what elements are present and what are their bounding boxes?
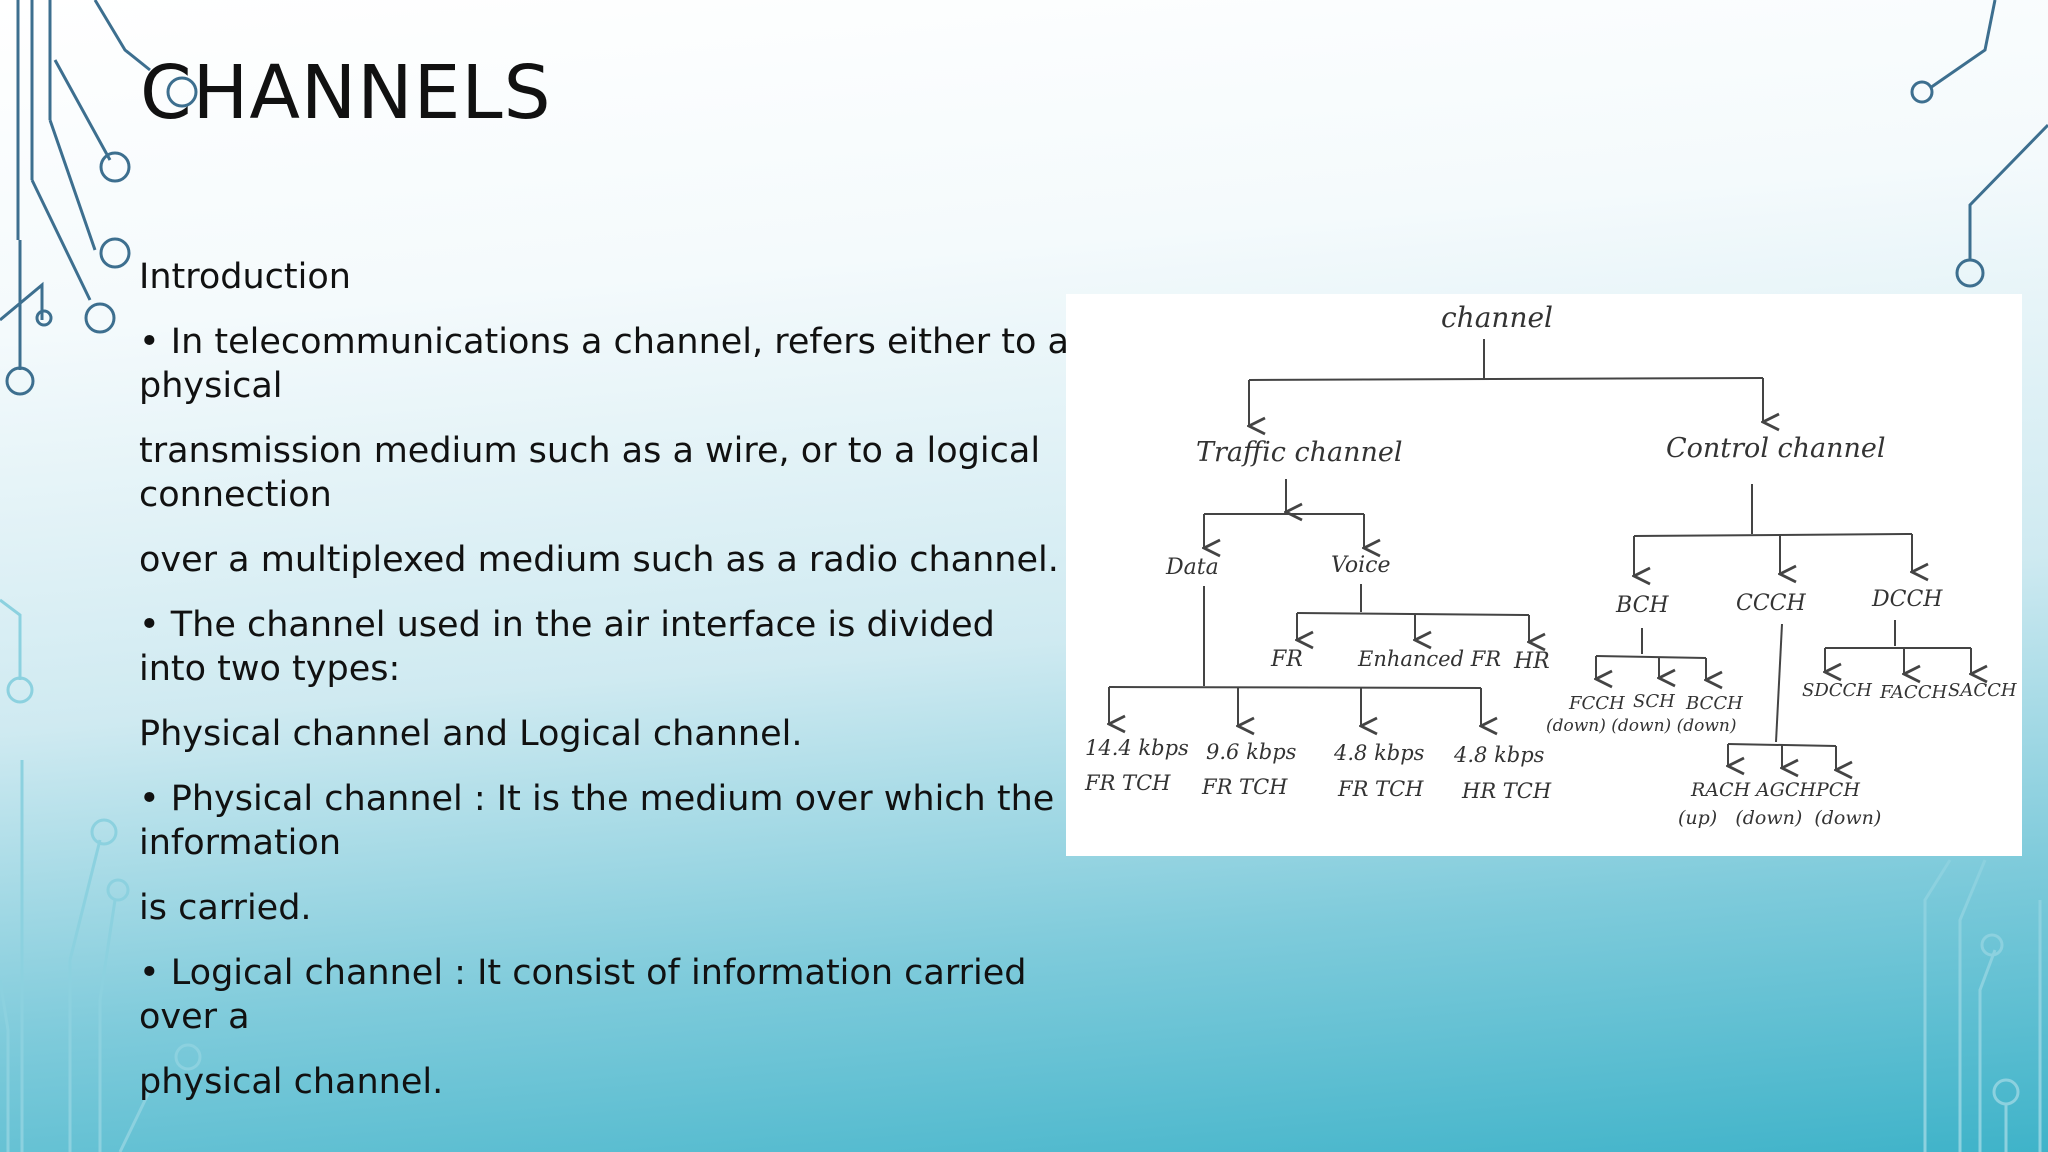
bullet-channel-types: • The channel used in the air interface … bbox=[139, 605, 995, 689]
channel-definition-cont-1: transmission medium such as a wire, or t… bbox=[139, 431, 1041, 515]
circuit-right-top bbox=[1910, 0, 2048, 288]
logical-channel-cont: physical channel. bbox=[139, 1062, 444, 1102]
tree-connectors bbox=[1109, 339, 1971, 770]
node-rate-4-8-b: 4.8 kbps bbox=[1453, 743, 1545, 767]
node-rach: RACH bbox=[1690, 779, 1751, 801]
node-rate-4-8-a: 4.8 kbps bbox=[1333, 741, 1425, 765]
node-data: Data bbox=[1165, 555, 1219, 580]
node-hr: HR bbox=[1513, 649, 1550, 674]
physical-channel-cont: is carried. bbox=[139, 888, 312, 928]
node-dcch: DCCH bbox=[1871, 587, 1943, 612]
circuit-left-bottom bbox=[0, 598, 202, 1152]
node-bch: BCH bbox=[1615, 593, 1669, 618]
node-traffic-channel: Traffic channel bbox=[1196, 437, 1402, 468]
node-fr-tch-1: FR TCH bbox=[1084, 771, 1171, 795]
ccch-directions: (up) (down) (down) bbox=[1678, 807, 1881, 829]
node-control-channel: Control channel bbox=[1666, 433, 1886, 464]
node-ccch: CCCH bbox=[1736, 591, 1806, 616]
channel-definition-cont-2: over a multiplexed medium such as a radi… bbox=[139, 540, 1059, 580]
node-voice: Voice bbox=[1331, 553, 1391, 578]
bullet-physical-channel: • Physical channel : It is the medium ov… bbox=[139, 779, 1055, 863]
bullet-logical-channel: • Logical channel : It consist of inform… bbox=[139, 953, 1027, 1037]
node-sdcch: SDCCH bbox=[1802, 680, 1872, 701]
slide-title: CHANNELS bbox=[140, 50, 552, 136]
channel-types-list: Physical channel and Logical channel. bbox=[139, 714, 803, 754]
slide-body: Introduction • In telecommunications a c… bbox=[139, 255, 1069, 1104]
node-hr-tch: HR TCH bbox=[1461, 779, 1552, 803]
node-channel: channel bbox=[1441, 301, 1553, 334]
node-agch: AGCH bbox=[1754, 779, 1816, 801]
node-fr-tch-3: FR TCH bbox=[1337, 777, 1424, 801]
bullet-channel-definition: • In telecommunications a channel, refer… bbox=[139, 322, 1069, 406]
circuit-right-bottom bbox=[1923, 859, 2042, 1152]
node-fcch: FCCH bbox=[1568, 693, 1625, 714]
node-fr-tch-2: FR TCH bbox=[1201, 775, 1288, 799]
circuit-left-top bbox=[0, 0, 198, 396]
node-bcch: BCCH bbox=[1685, 693, 1743, 714]
node-fr: FR bbox=[1270, 647, 1303, 672]
channel-tree-svg: channel Traffic channel Control channel … bbox=[1084, 301, 2017, 829]
bch-directions: (down) (down) (down) bbox=[1546, 716, 1736, 736]
node-sacch: SACCH bbox=[1948, 680, 2017, 701]
node-enhanced-fr: Enhanced FR bbox=[1357, 647, 1501, 671]
node-sch: SCH bbox=[1633, 691, 1675, 712]
node-pch: PCH bbox=[1815, 779, 1860, 801]
node-rate-9-6: 9.6 kbps bbox=[1206, 740, 1297, 764]
channel-tree-diagram: channel Traffic channel Control channel … bbox=[1066, 294, 2022, 856]
intro-heading: Introduction bbox=[139, 257, 351, 297]
node-facch: FACCH bbox=[1879, 682, 1947, 703]
node-rate-14-4: 14.4 kbps bbox=[1085, 736, 1189, 760]
